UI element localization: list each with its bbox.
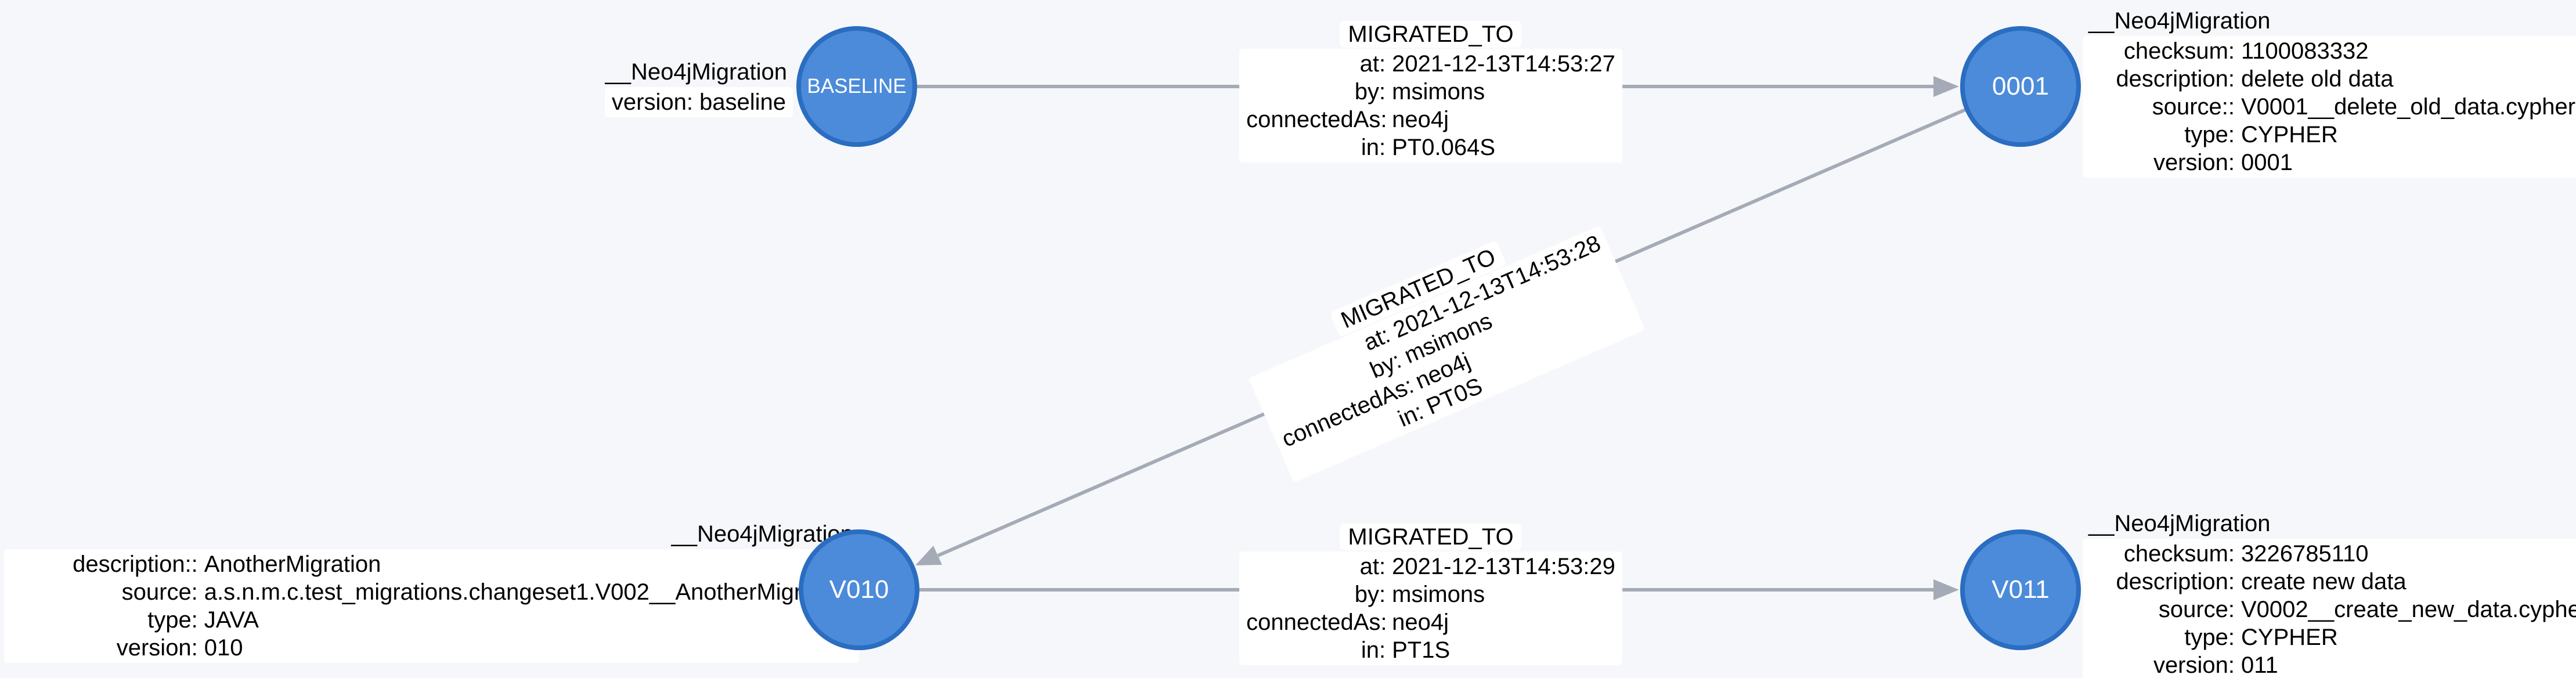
property-value: V0002__create_new_data.cypher xyxy=(2241,597,2576,622)
property-row: checksum: 1100083332 xyxy=(2090,37,2575,65)
node-baseline[interactable]: BASELINE xyxy=(796,26,917,147)
property-row: source: V0002__create_new_data.cypher xyxy=(2090,596,2576,623)
property-key: at: xyxy=(1359,51,1386,77)
property-row: by: msimons xyxy=(1246,580,1615,608)
property-row: source: a.s.n.m.c.test_migrations.change… xyxy=(11,578,852,606)
node-v011[interactable]: V011 xyxy=(1960,529,2081,650)
property-key: connectedAs: xyxy=(1246,610,1387,635)
annotation-0001: __Neo4jMigration checksum: 1100083332 de… xyxy=(2083,7,2576,178)
property-value: CYPHER xyxy=(2241,625,2338,650)
property-value: 0001 xyxy=(2241,150,2293,175)
relationship-properties-chip: at: 2021-12-13T14:53:27 by: msimons conn… xyxy=(1239,49,1622,163)
property-key: by: xyxy=(1354,582,1386,607)
property-key: type: xyxy=(2184,122,2235,147)
node-caption: V011 xyxy=(1991,575,2050,604)
property-row: version: 010 xyxy=(11,634,852,662)
node-caption: BASELINE xyxy=(807,75,907,98)
property-row: type: CYPHER xyxy=(2090,623,2576,651)
property-value: baseline xyxy=(699,89,786,115)
property-value: 2021-12-13T14:53:27 xyxy=(1392,51,1615,77)
property-key: version: xyxy=(2153,652,2235,678)
property-row: by: msimons xyxy=(1246,78,1615,106)
arrowhead-icon xyxy=(1933,579,1959,600)
property-key: description:: xyxy=(73,551,198,577)
relationship-type: MIGRATED_TO xyxy=(1340,524,1522,550)
arrowhead-icon xyxy=(915,546,942,565)
property-key: description: xyxy=(2116,66,2235,92)
property-key: checksum: xyxy=(2123,541,2235,567)
property-row: version: baseline xyxy=(612,88,786,116)
property-row: connectedAs: neo4j xyxy=(1246,608,1615,636)
relationship-type: MIGRATED_TO xyxy=(1340,21,1522,48)
property-value: PT0.064S xyxy=(1392,135,1496,160)
property-key: source: xyxy=(2158,597,2235,622)
property-row: description:: AnotherMigration xyxy=(11,550,852,578)
property-key: version: xyxy=(116,635,198,661)
property-row: in: PT0.064S xyxy=(1246,134,1615,161)
property-value: 3226785110 xyxy=(2241,541,2369,567)
relationship-properties-chip: at: 2021-12-13T14:53:29 by: msimons conn… xyxy=(1239,551,1622,665)
annotation-baseline: __Neo4jMigration version: baseline xyxy=(599,58,793,117)
property-value: msimons xyxy=(1392,79,1485,104)
property-value: neo4j xyxy=(1392,610,1449,635)
property-key: in: xyxy=(1361,637,1386,663)
property-row: type: CYPHER xyxy=(2090,121,2575,149)
edge-label-baseline-0001: MIGRATED_TO at: 2021-12-13T14:53:27 by: … xyxy=(1239,21,1622,163)
node-v010[interactable]: V010 xyxy=(799,529,919,650)
property-value: 010 xyxy=(204,635,243,661)
node-0001[interactable]: 0001 xyxy=(1960,26,2081,147)
node-label-title: __Neo4jMigration xyxy=(2088,8,2271,34)
property-value: 2021-12-13T14:53:29 xyxy=(1392,554,1615,579)
property-key: type: xyxy=(147,607,198,633)
property-row: in: PT1S xyxy=(1246,636,1615,664)
property-value: a.s.n.m.c.test_migrations.changeset1.V00… xyxy=(204,579,852,605)
property-value: 1100083332 xyxy=(2241,38,2369,64)
node-caption: 0001 xyxy=(1992,72,2049,100)
property-row: description: create new data xyxy=(2090,568,2576,596)
property-value: V0001__delete_old_data.cypher xyxy=(2241,94,2576,120)
property-row: version: 0001 xyxy=(2090,149,2575,176)
arrowhead-icon xyxy=(1933,76,1959,97)
property-key: connectedAs: xyxy=(1246,107,1387,132)
property-value: JAVA xyxy=(204,607,259,633)
node-label-title: __Neo4jMigration xyxy=(2088,511,2271,536)
property-row: version: 011 xyxy=(2090,651,2576,678)
node-properties-chip: checksum: 3226785110 description: create… xyxy=(2083,539,2576,678)
property-row: at: 2021-12-13T14:53:27 xyxy=(1246,50,1615,78)
property-value: create new data xyxy=(2241,569,2407,594)
property-key: in: xyxy=(1361,135,1386,160)
property-value: delete old data xyxy=(2241,66,2394,92)
edge-label-v010-v011: MIGRATED_TO at: 2021-12-13T14:53:29 by: … xyxy=(1239,524,1622,665)
property-value: neo4j xyxy=(1392,107,1449,132)
property-key: version: xyxy=(2153,150,2235,175)
property-key: version: xyxy=(611,89,693,115)
property-value: PT1S xyxy=(1392,637,1451,663)
property-key: type: xyxy=(2184,625,2235,650)
property-value: AnotherMigration xyxy=(204,551,381,577)
property-key: description: xyxy=(2116,569,2235,594)
node-label-title: __Neo4jMigration xyxy=(605,59,787,85)
property-key: source:: xyxy=(2152,94,2235,120)
property-value: msimons xyxy=(1392,582,1485,607)
property-row: type: JAVA xyxy=(11,606,852,634)
property-value: CYPHER xyxy=(2241,122,2338,147)
property-value: 011 xyxy=(2241,652,2278,678)
node-properties-chip: checksum: 1100083332 description: delete… xyxy=(2083,36,2576,178)
property-row: source:: V0001__delete_old_data.cypher xyxy=(2090,93,2575,121)
annotation-v011: __Neo4jMigration checksum: 3226785110 de… xyxy=(2083,510,2576,678)
node-properties-chip: description:: AnotherMigration source: a… xyxy=(3,549,859,663)
property-row: checksum: 3226785110 xyxy=(2090,540,2576,568)
property-key: checksum: xyxy=(2123,38,2235,64)
property-key: source: xyxy=(121,579,198,605)
property-row: at: 2021-12-13T14:53:29 xyxy=(1246,553,1615,580)
property-row: description: delete old data xyxy=(2090,65,2575,93)
property-key: at: xyxy=(1359,554,1386,579)
property-key: by: xyxy=(1354,79,1386,104)
annotation-v010: __Neo4jMigration description:: AnotherMi… xyxy=(3,520,859,663)
property-row: connectedAs: neo4j xyxy=(1246,106,1615,134)
node-caption: V010 xyxy=(829,575,889,604)
node-properties-chip: version: baseline xyxy=(604,87,793,117)
